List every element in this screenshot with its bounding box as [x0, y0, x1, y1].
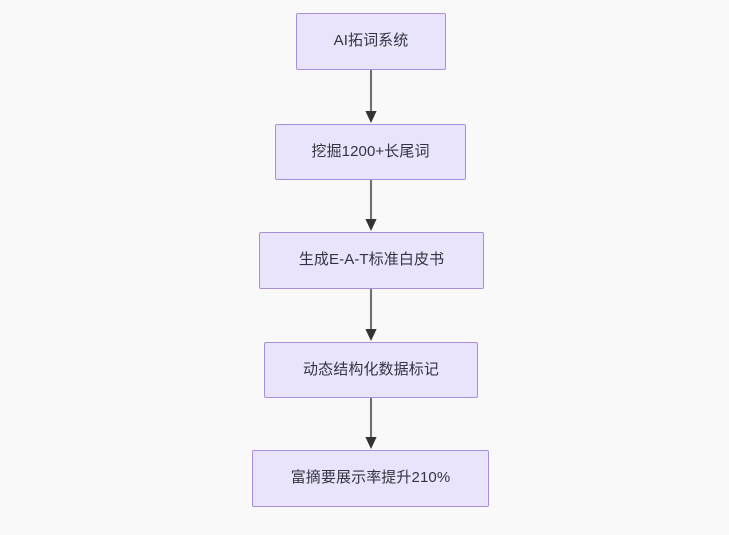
flow-node-label: 富摘要展示率提升210% — [290, 469, 451, 487]
flow-node-mine-longtail-keywords[interactable]: 挖掘1200+长尾词 — [275, 124, 466, 180]
flow-node-label: 生成E-A-T标准白皮书 — [298, 251, 445, 269]
flow-node-label: 挖掘1200+长尾词 — [311, 142, 430, 160]
edge-node1-node2 — [365, 180, 377, 231]
flow-node-label: AI拓词系统 — [333, 32, 409, 50]
edge-node2-node3 — [365, 289, 377, 341]
edge-node3-node4 — [365, 398, 377, 449]
flow-node-label: 动态结构化数据标记 — [303, 360, 439, 378]
flow-node-dynamic-structured-data-markup[interactable]: 动态结构化数据标记 — [264, 342, 478, 398]
flow-node-ai-keyword-system[interactable]: AI拓词系统 — [296, 13, 446, 70]
flow-node-rich-snippet-impression-lift[interactable]: 富摘要展示率提升210% — [252, 450, 489, 507]
flow-node-generate-eat-whitepaper[interactable]: 生成E-A-T标准白皮书 — [259, 232, 484, 289]
edge-node0-node1 — [365, 70, 377, 123]
